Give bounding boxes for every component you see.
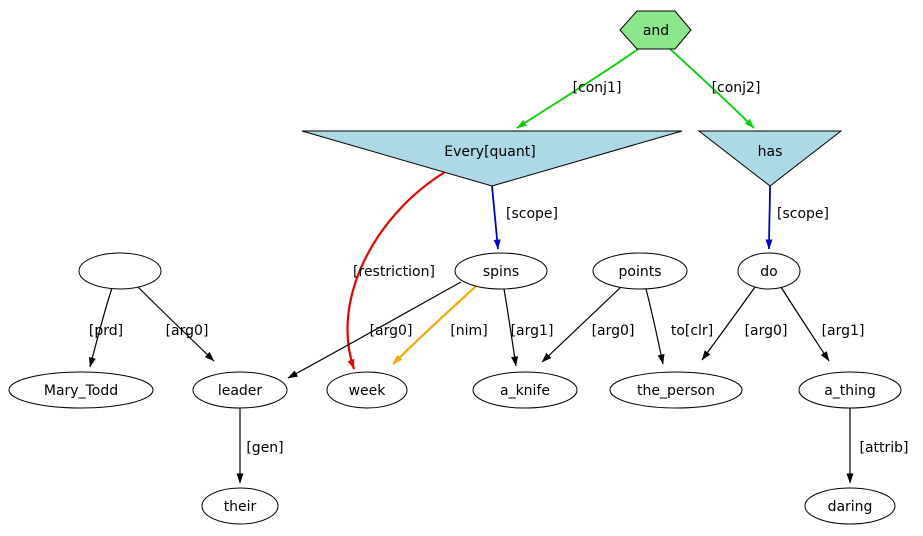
node-has-label: has [758,144,783,160]
node-and-shape [619,10,692,50]
edge-arg0-spins-leader [287,281,462,379]
edge-label-arg1-spins-aknife: [arg1] [511,323,554,339]
edge-label-nim: [nim] [450,323,487,339]
node-do-label: do [760,264,777,280]
node-do: do [737,252,801,290]
edge-scope-every-spins [491,185,501,250]
edge-prd [88,287,113,368]
node-points-shape [592,252,688,290]
node-a-thing: a_thing [798,371,902,409]
node-and: and [619,10,692,50]
node-every-quant-label: Every[quant] [444,144,535,160]
node-a-knife: a_knife [472,371,578,409]
nodes: and Every[quant] has spins points do [8,10,902,525]
edge-arg0-empty-leader [136,285,215,362]
node-mary-todd-shape [8,371,154,409]
edge-conj1 [516,46,642,129]
node-their: their [201,487,279,525]
node-week-label: week [349,383,387,399]
node-points-label: points [619,264,662,280]
edge-label-arg1-do-athing: [arg1] [822,323,865,339]
edge-label-scope-left: [scope] [506,206,558,222]
edge-toclr-points-theperson [645,288,665,365]
edge-label-gen: [gen] [246,440,283,456]
edge-nim-spins-week [392,285,477,365]
node-and-label: and [643,23,669,39]
node-a-knife-label: a_knife [500,383,550,399]
node-a-thing-label: a_thing [824,383,876,399]
node-leader-label: leader [218,383,263,399]
node-every-quant: Every[quant] [301,130,683,187]
edge-scope-has-do [765,185,773,250]
node-mary-todd: Mary_Todd [8,371,154,409]
node-a-knife-shape [472,371,578,409]
node-leader-shape [192,371,288,409]
node-the-person: the_person [609,371,743,409]
edge-label-conj1: [conj1] [573,80,622,96]
node-leader: leader [192,371,288,409]
node-their-label: their [224,499,257,515]
edge-label-scope-right: [scope] [777,206,829,222]
edge-label-restriction: [restriction] [353,264,435,280]
node-empty [78,252,162,290]
edge-label-attrib: [attrib] [859,440,908,456]
node-the-person-label: the_person [637,383,715,399]
edge-label-arg0-spins-leader: [arg0] [370,323,413,339]
edge-arg0-do-theperson [701,286,756,361]
node-spins-label: spins [483,264,519,280]
node-daring: daring [804,487,896,525]
node-points: points [592,252,688,290]
edge-conj2 [668,47,755,129]
node-spins-shape [454,252,548,290]
node-has: has [697,130,843,187]
edge-arg1-spins-aknife [503,288,519,367]
edge-label-conj2: [conj2] [712,80,761,96]
node-spins: spins [454,252,548,290]
node-every-quant-shape [301,130,683,187]
edges [88,46,854,484]
node-mary-todd-label: Mary_Todd [44,383,118,399]
node-a-thing-shape [798,371,902,409]
edge-label-arg0-do-theperson: [arg0] [745,323,788,339]
node-week-shape [326,371,408,409]
edge-arg0-points-aknife [541,286,622,363]
node-week: week [326,371,408,409]
node-has-shape [697,130,843,187]
edge-label-toclr: to[clr] [671,323,713,339]
edge-restriction-every-week [346,171,446,370]
edge-arg1-do-athing [780,286,830,362]
node-daring-shape [804,487,896,525]
edge-label-arg0-empty-leader: [arg0] [166,323,209,339]
node-empty-shape [78,252,162,290]
node-the-person-shape [609,371,743,409]
edge-labels: [conj1] [conj2] [scope] [restriction] [s… [89,80,909,456]
node-their-shape [201,487,279,525]
edge-label-arg0-points-aknife: [arg0] [592,323,635,339]
edge-label-prd: [prd] [89,323,123,339]
node-daring-label: daring [828,499,873,515]
node-do-shape [737,252,801,290]
